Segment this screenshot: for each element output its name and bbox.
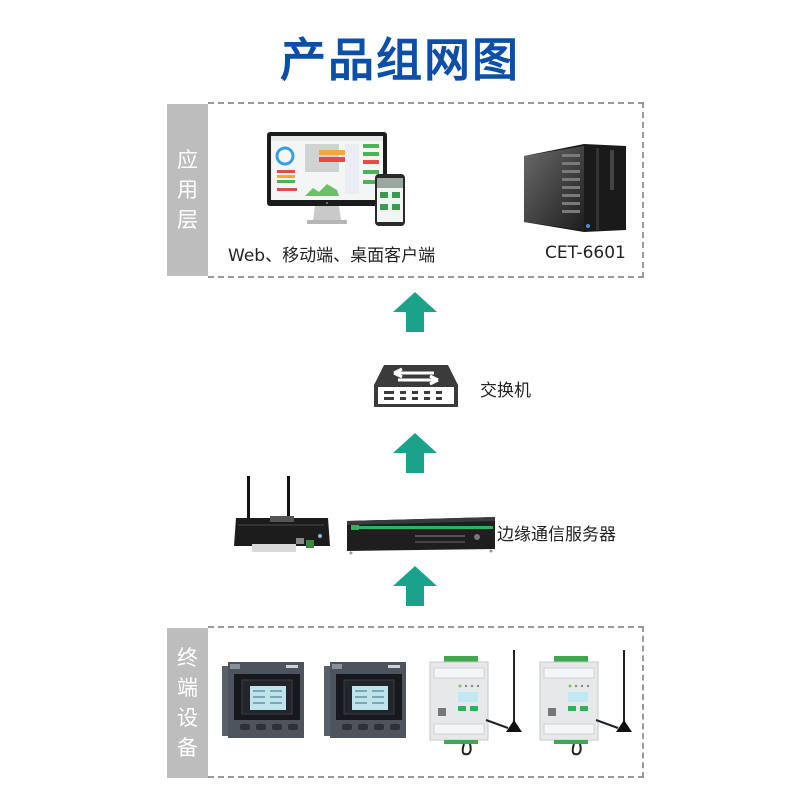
side-char: 设 [177, 706, 198, 730]
arrow-up-icon [393, 292, 437, 332]
panel-meter-icon [222, 662, 304, 738]
side-char: 层 [177, 208, 198, 232]
monitor-and-phone-icon [267, 132, 405, 226]
arrow-up-icon [393, 566, 437, 606]
rack-server-icon [347, 517, 495, 555]
terminal-layer-box [208, 626, 644, 778]
page-title: 产品组网图 [280, 33, 520, 87]
switch-label: 交换机 [480, 381, 531, 401]
edge-server-label: 边缘通信服务器 [497, 525, 616, 545]
application-layer-box [208, 102, 644, 278]
din-rail-wireless-meter-icon [539, 650, 632, 756]
wireless-gateway-icon [234, 476, 330, 552]
side-char: 备 [177, 736, 198, 760]
side-char: 端 [177, 676, 198, 700]
terminal-layer-side-label: 终 端 设 备 [167, 628, 208, 778]
side-char: 应 [177, 148, 198, 172]
server-tower-icon [524, 144, 626, 232]
side-char: 终 [177, 646, 198, 670]
panel-meter-icon [324, 662, 406, 738]
din-rail-wireless-meter-icon [429, 650, 522, 756]
application-caption-server: CET-6601 [545, 243, 626, 263]
arrow-up-icon [393, 433, 437, 473]
side-char: 用 [177, 178, 198, 202]
application-layer-side-label: 应 用 层 [167, 104, 208, 276]
application-caption-clients: Web、移动端、桌面客户端 [228, 246, 436, 266]
network-switch-icon [374, 365, 458, 407]
